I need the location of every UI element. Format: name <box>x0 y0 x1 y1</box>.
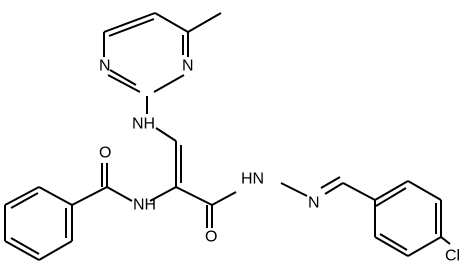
amine-nh-label: NH <box>132 116 155 133</box>
amide-nh-label: NH <box>133 197 156 214</box>
hydrazide-hn-text: HN <box>241 171 264 188</box>
pyrimidine-ring-bonds <box>103 12 222 93</box>
pyrimidine-n1-label: N <box>99 58 111 75</box>
amide-o-label: O <box>99 145 111 162</box>
chloro-label: Cl <box>445 248 460 265</box>
pyrimidine-n3-label: N <box>182 58 194 75</box>
benzoyl-bonds <box>4 163 133 261</box>
hydrazide-o-label: O <box>205 229 217 246</box>
chlorophenyl-bonds <box>374 180 451 257</box>
hydrazone-n-label: N <box>308 195 320 212</box>
backbone-bonds <box>146 96 376 228</box>
